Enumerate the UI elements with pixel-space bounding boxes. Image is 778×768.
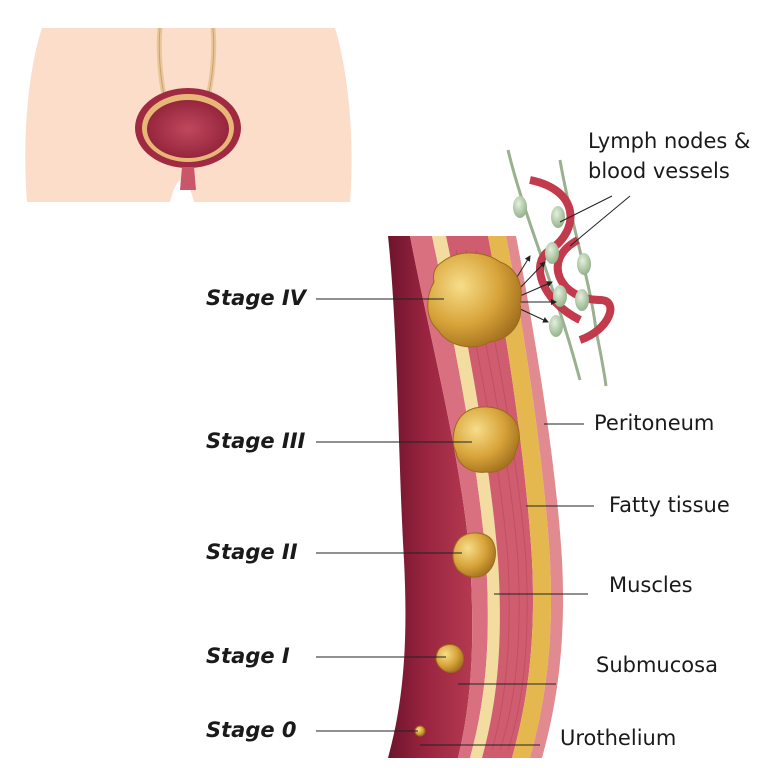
stage-iii-label: Stage III bbox=[206, 429, 306, 453]
layer-leader-lines bbox=[420, 423, 594, 746]
lymph-pointer-line bbox=[559, 195, 613, 223]
urothelium-layer bbox=[388, 236, 473, 758]
lymph-label-line1: Lymph nodes & bbox=[588, 129, 751, 153]
spread-arrows bbox=[513, 255, 557, 323]
tumors bbox=[414, 252, 557, 737]
peritoneum-label: Peritoneum bbox=[594, 411, 715, 435]
lymph-node bbox=[551, 206, 565, 228]
lymph-node bbox=[577, 253, 591, 275]
urothelium-label: Urothelium bbox=[560, 726, 677, 750]
lymph-label-line2: blood vessels bbox=[588, 159, 730, 183]
stage-i-label: Stage I bbox=[206, 644, 290, 668]
lymph-node bbox=[545, 242, 559, 264]
lymph-label: Lymph nodes & blood vessels bbox=[588, 126, 750, 186]
bladder-inner bbox=[147, 100, 229, 158]
tumor-stage-iv bbox=[427, 252, 522, 348]
pelvis-inset bbox=[25, 27, 352, 202]
urethra bbox=[180, 167, 196, 190]
lymph-node bbox=[549, 315, 563, 337]
blood-vessel-2 bbox=[553, 236, 615, 344]
lymph-pointer-line bbox=[569, 195, 631, 247]
peritoneum-layer bbox=[506, 236, 564, 758]
lymph-node bbox=[553, 285, 567, 307]
tumor-stage-ii bbox=[452, 532, 496, 578]
stage-ii-label: Stage II bbox=[206, 540, 298, 564]
lymph-node bbox=[513, 196, 527, 218]
stage-iv-label: Stage IV bbox=[206, 286, 306, 310]
muscles-label: Muscles bbox=[609, 573, 693, 597]
stage-0-label: Stage 0 bbox=[206, 718, 297, 742]
submucosa-label: Submucosa bbox=[596, 653, 718, 677]
lymph-node bbox=[575, 289, 589, 311]
tumor-stage-iii bbox=[452, 406, 520, 473]
fatty-tissue-label: Fatty tissue bbox=[609, 493, 730, 517]
lymph-vessel-cluster bbox=[506, 149, 631, 387]
fatty-tissue-layer bbox=[488, 236, 552, 758]
muscle-layer bbox=[446, 236, 534, 758]
stage-leader-lines bbox=[316, 298, 472, 732]
tumor-stage-i bbox=[435, 644, 465, 673]
